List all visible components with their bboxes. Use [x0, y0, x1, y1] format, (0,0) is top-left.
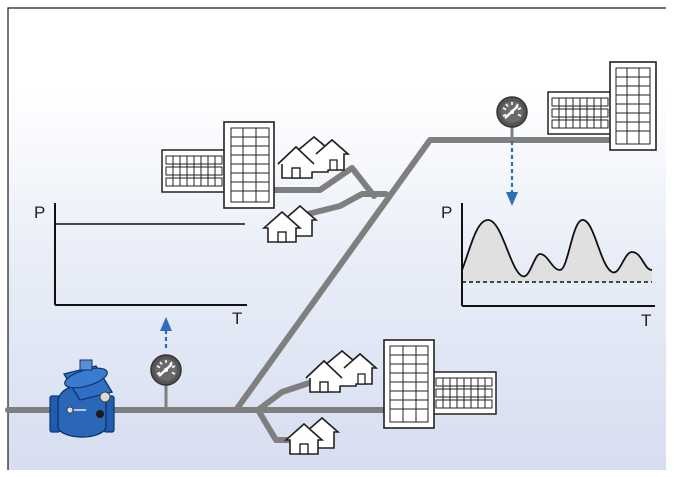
arrow-up — [160, 317, 172, 348]
office-building-icon — [161, 121, 275, 209]
arrow-down — [506, 134, 518, 206]
office-building-icon — [547, 61, 657, 151]
right-chart-x-label: T — [641, 311, 651, 330]
background — [8, 8, 666, 470]
left-chart-y-label: P — [34, 203, 45, 222]
pressure-reducing-valve-icon — [49, 359, 115, 438]
frame-border — [7, 7, 666, 470]
pressure-curve — [461, 219, 653, 278]
left-pressure-chart: P T — [34, 203, 247, 328]
pressure-curve-fill — [462, 219, 652, 282]
right-chart-y-label: P — [441, 203, 452, 222]
office-building-icon — [383, 339, 497, 429]
right-pressure-chart: P T — [441, 203, 655, 330]
pressure-gauge-icon — [495, 95, 529, 140]
left-chart-x-label: T — [232, 309, 242, 328]
pressure-gauge-icon — [149, 353, 183, 410]
